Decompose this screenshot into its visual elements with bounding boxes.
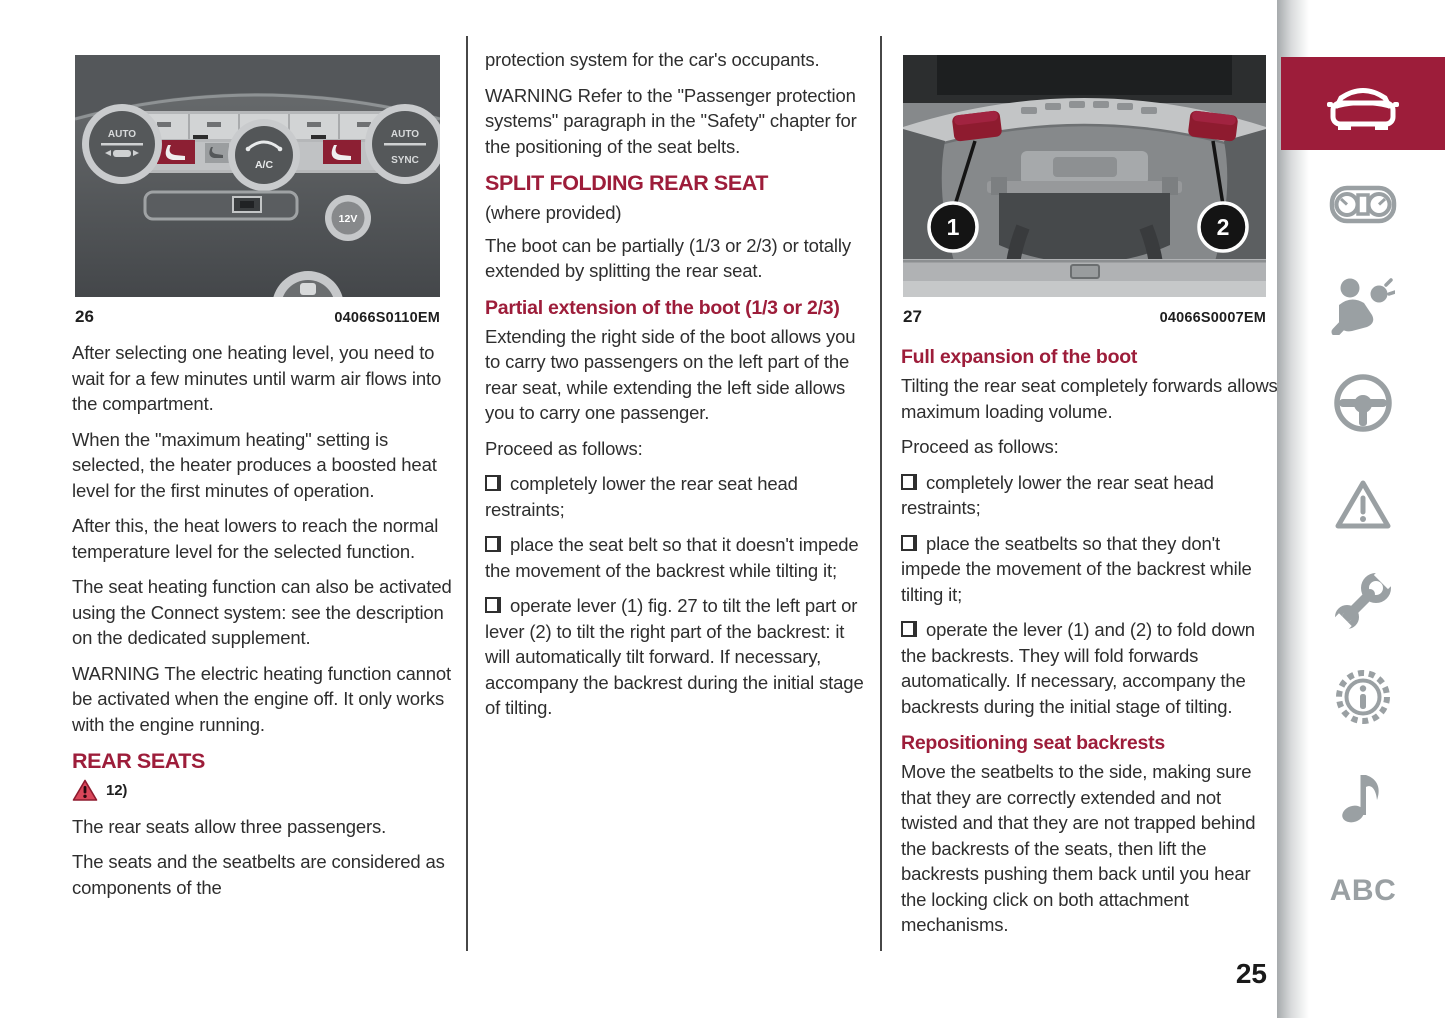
sidebar-tab-car-active[interactable] (1281, 57, 1445, 150)
sidebar-tab-maintenance[interactable] (1327, 567, 1399, 633)
checkbox-bullet-icon (485, 597, 501, 613)
lever-2 (1188, 110, 1238, 142)
socket-12v-label: 12V (339, 213, 358, 225)
list-item: operate the lever (1) and (2) to fold do… (901, 617, 1279, 719)
checkbox-bullet-icon (485, 475, 501, 491)
bullet-text: place the seat belt so that it doesn't i… (485, 534, 859, 581)
paragraph: WARNING Refer to the "Passenger protecti… (485, 84, 857, 157)
auto-label-left: AUTO (108, 129, 136, 140)
figure-27: 1 2 27 04066S0007EM (902, 55, 1267, 327)
page-number: 25 (1235, 958, 1267, 989)
sync-label: SYNC (391, 155, 419, 166)
bullet-text: completely lower the rear seat head rest… (901, 471, 1214, 519)
sidebar-tab-index[interactable]: ABC (1327, 858, 1399, 924)
column-divider-left (466, 36, 468, 951)
paragraph: After selecting one heating level, you n… (72, 342, 442, 414)
paragraph: Move the seatbelts to the side, making s… (901, 761, 1256, 935)
repositioning-subheading: Repositioning seat backrests (901, 732, 1165, 754)
figure-27-number: 27 (903, 307, 922, 326)
lever-1 (952, 110, 1002, 142)
bullet-text: place the seatbelts so that they don't i… (901, 532, 1252, 605)
warning-reference: 12) (106, 782, 128, 799)
music-note-icon (1342, 775, 1379, 823)
callout-1-label: 1 (947, 214, 960, 240)
callout-2-label: 2 (1217, 214, 1230, 240)
sidebar-tab-emergency[interactable] (1327, 472, 1399, 538)
paragraph: The rear seats allow three passengers. (72, 815, 387, 837)
figure-26-caption: 26 04066S0110EM (75, 307, 440, 327)
proceed-line: Proceed as follows: (901, 436, 1059, 457)
right-column: Full expansion of the boot Tilting the r… (901, 345, 1279, 948)
sidebar-tab-safety[interactable] (1327, 272, 1399, 338)
full-expansion-subheading: Full expansion of the boot (901, 346, 1138, 368)
list-item: completely lower the rear seat head rest… (485, 471, 869, 522)
rear-seats-heading: REAR SEATS (72, 749, 205, 773)
car-icon (1327, 87, 1399, 130)
bullet-text: completely lower the rear seat head rest… (485, 473, 798, 520)
ac-label: A/C (255, 159, 274, 171)
list-item: place the seat belt so that it doesn't i… (485, 532, 869, 583)
airbag-person-icon (1331, 278, 1395, 335)
sidebar-tab-technical-info[interactable] (1327, 664, 1399, 730)
gear-info-icon (1336, 670, 1390, 724)
sidebar-tab-driving[interactable] (1327, 370, 1399, 436)
checkbox-bullet-icon (901, 534, 917, 551)
split-folding-heading: SPLIT FOLDING REAR SEAT (485, 171, 769, 195)
paragraph: When the "maximum heating" setting is se… (72, 428, 437, 501)
figure-26: AUTO A/C AUTO SYNC 12V 26 04066S011 (74, 55, 445, 343)
figure-26-code: 04066S0110EM (334, 310, 440, 326)
list-item: operate lever (1) fig. 27 to tilt the le… (485, 593, 869, 721)
checkbox-bullet-icon (485, 536, 501, 552)
warning-triangle-icon (72, 779, 98, 802)
abc-index-label: ABC (1329, 874, 1397, 907)
auto-label-right: AUTO (391, 129, 419, 140)
boot-levers-illustration: 1 2 (902, 55, 1267, 297)
sidebar-tab-audio[interactable] (1327, 762, 1399, 828)
page-edge-shadow (1277, 0, 1309, 1018)
middle-column: protection system for the car's occupant… (485, 47, 869, 731)
partial-extension-subheading: Partial extension of the boot (1/3 or 2/… (485, 296, 840, 319)
paragraph: After this, the heat lowers to reach the… (72, 515, 439, 562)
paragraph: The seat heating function can also be ac… (72, 576, 452, 648)
seat-heat-right-button (323, 140, 361, 164)
climate-control-panel-illustration: AUTO A/C AUTO SYNC 12V (74, 55, 445, 343)
paragraph: Tilting the rear seat completely forward… (901, 375, 1278, 422)
proceed-line: Proceed as follows: (485, 437, 643, 459)
checkbox-bullet-icon (901, 473, 917, 490)
figure-27-caption: 27 04066S0007EM (903, 307, 1266, 327)
left-column: After selecting one heating level, you n… (72, 340, 456, 910)
where-provided-note: (where provided) (485, 202, 622, 223)
instrument-cluster-icon (1329, 185, 1397, 224)
paragraph: Extending the right side of the boot all… (485, 325, 856, 424)
paragraph: The seats and the seatbelts are consider… (72, 851, 445, 898)
wrench-icon (1334, 571, 1392, 629)
sidebar-tab-instrument-cluster[interactable] (1327, 172, 1399, 238)
paragraph: WARNING The electric heating function ca… (72, 662, 452, 735)
paragraph: The boot can be partially (1/3 or 2/3) o… (485, 234, 851, 282)
figure-26-number: 26 (75, 307, 94, 326)
bullet-text: operate the lever (1) and (2) to fold do… (901, 619, 1255, 717)
list-item: completely lower the rear seat head rest… (901, 470, 1279, 521)
paragraph: protection system for the car's occupant… (485, 49, 820, 70)
checkbox-bullet-icon (901, 621, 917, 637)
steering-wheel-icon (1334, 374, 1392, 432)
column-divider-right (880, 36, 882, 951)
list-item: place the seatbelts so that they don't i… (901, 531, 1279, 608)
warning-note-row: 12) (72, 778, 456, 804)
bullet-text: operate lever (1) fig. 27 to tilt the le… (485, 595, 864, 718)
seat-heat-left-button (157, 140, 195, 164)
figure-27-code: 04066S0007EM (1159, 310, 1266, 326)
warning-triangle-nav-icon (1335, 480, 1391, 529)
